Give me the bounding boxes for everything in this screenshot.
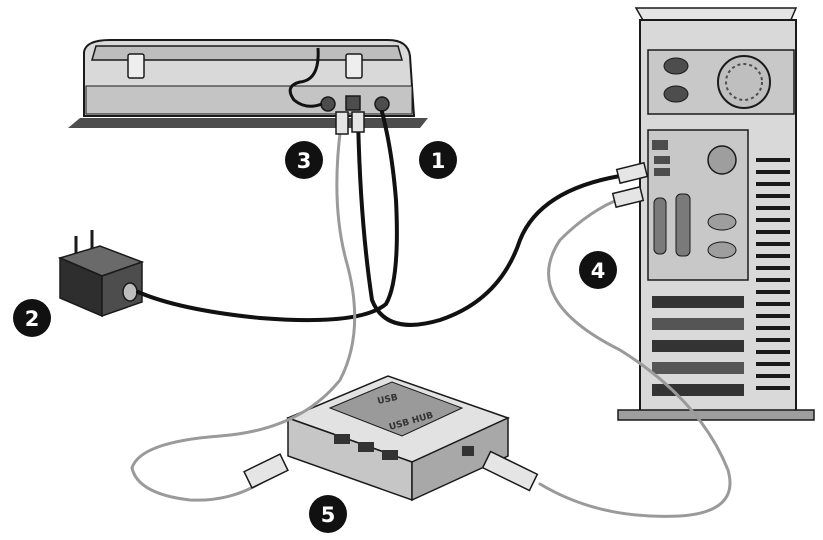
usb-plug-computer-light (611, 185, 645, 209)
step-badge-1: 1 (419, 141, 457, 179)
step-badge-2: 2 (13, 299, 51, 337)
step-label-1: 1 (431, 149, 446, 173)
power-socket-bottom (663, 85, 689, 103)
step-label-4: 4 (591, 259, 606, 283)
ps2-port-icon (707, 145, 737, 175)
hub-side (411, 416, 509, 502)
expansion-slot-4 (652, 362, 744, 374)
computer-tower (617, 7, 815, 421)
serial-port-2 (707, 241, 737, 259)
scanner-to-computer-cable (356, 114, 622, 327)
step-badge-5: 5 (309, 495, 347, 533)
scanner (68, 39, 428, 128)
scanner-hinge-right (345, 53, 363, 79)
scanner-lid (91, 45, 403, 61)
step-badge-4: 4 (579, 251, 617, 289)
connectors (243, 111, 649, 492)
hub-logo-plate (328, 381, 464, 437)
power-cable (136, 110, 399, 323)
expansion-slot-2 (652, 318, 744, 330)
usb-plug-hub-left (243, 453, 289, 489)
usb-hub: USB USB HUB (285, 375, 511, 502)
power-socket-top (663, 57, 689, 75)
scanner-base-shadow (68, 118, 428, 128)
hub-uplink-port[interactable] (462, 446, 474, 456)
usb-plug-computer-dark (615, 161, 649, 185)
parallel-port-right (675, 193, 691, 257)
tower-vents (756, 158, 790, 390)
step-label-5: 5 (321, 503, 336, 527)
computer-usb-port-2[interactable] (654, 168, 670, 176)
step-number-5-badge (309, 495, 347, 533)
expansion-slot-1 (652, 296, 744, 308)
step-number-2-badge (13, 299, 51, 337)
usb-plug-scanner-light (335, 111, 349, 135)
cables (130, 110, 732, 518)
adapter-cable-plug (122, 282, 138, 302)
scanner-dc-in-port[interactable] (374, 96, 390, 112)
hub-to-computer-cable (538, 196, 732, 518)
serial-port-1 (707, 213, 737, 231)
tower-base (617, 409, 815, 421)
hub-port-3[interactable] (358, 442, 374, 452)
power-adapter (57, 230, 145, 318)
step-label-3: 3 (297, 149, 312, 173)
fan-grill-inner (725, 63, 763, 101)
step-label-2: 2 (25, 307, 40, 331)
hub-logo: USB (377, 393, 399, 407)
step-badge-3: 3 (285, 141, 323, 179)
computer-usb-port-1[interactable] (654, 156, 670, 164)
usb-plug-hub-right (481, 450, 539, 492)
parallel-port-left (653, 197, 667, 255)
scanner-power-jack[interactable] (320, 96, 336, 112)
scanner-usb-port[interactable] (345, 95, 361, 111)
expansion-slot-3 (652, 340, 744, 352)
scanner-lamp-cable (288, 47, 323, 108)
adapter-side (101, 260, 143, 318)
step-number-1-badge (419, 141, 457, 179)
keyboard-port (652, 140, 668, 150)
scanner-hinge-left (127, 53, 145, 79)
usb-plug-scanner-dark (351, 111, 365, 133)
scanner-to-hub-cable (130, 116, 357, 502)
hub-port-4[interactable] (382, 450, 398, 460)
step-number-3-badge (285, 141, 323, 179)
step-number-4-badge (579, 251, 617, 289)
scanner-front-panel (85, 85, 413, 115)
hub-port-2[interactable] (334, 434, 350, 444)
